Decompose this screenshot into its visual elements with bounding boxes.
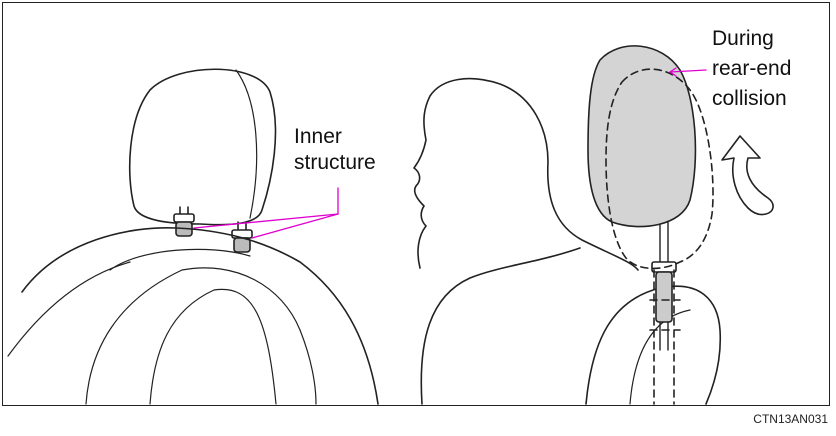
during-label-line3: collision <box>712 86 791 112</box>
left-stay-1 <box>174 207 194 236</box>
during-label-line1: During <box>712 26 791 52</box>
left-seat-contour-1 <box>86 268 316 404</box>
left-headrest-seam <box>236 70 257 218</box>
movement-arrow <box>722 136 773 215</box>
left-headrest-view <box>8 69 378 404</box>
left-seat-back <box>22 228 378 404</box>
inner-structure-label: Inner structure <box>294 124 376 176</box>
during-label-line2: rear-end <box>712 56 791 82</box>
left-seat-outline-2 <box>8 262 130 356</box>
inner-label-line1: Inner <box>294 124 376 150</box>
left-stay-2 <box>232 222 252 252</box>
post-guide <box>656 272 672 322</box>
inner-label-line2: structure <box>294 150 376 176</box>
left-seat-contour-2 <box>150 289 276 404</box>
during-collision-label: During rear-end collision <box>712 26 791 112</box>
person-back <box>421 248 580 404</box>
left-seat-contour-3 <box>110 249 250 270</box>
figure-code: CTN13AN031 <box>753 412 828 426</box>
right-headrest-normal <box>588 46 695 227</box>
right-seat-back <box>586 286 720 404</box>
